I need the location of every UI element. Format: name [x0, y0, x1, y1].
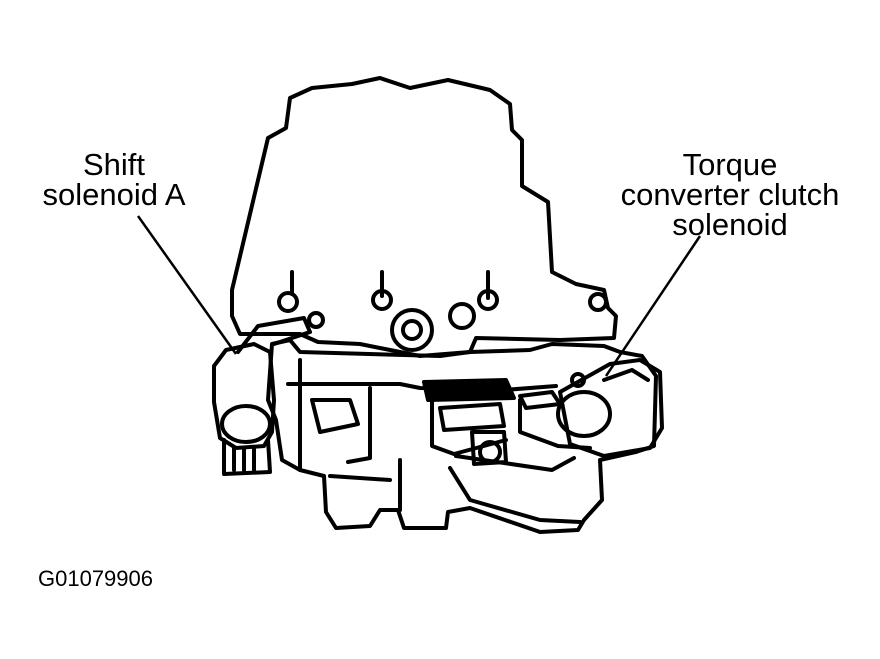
- tcc-solenoid-bracket: [518, 390, 562, 410]
- housing-outline: [230, 76, 618, 358]
- figure-id: G01079906: [38, 566, 153, 591]
- tcc-solenoid-collar: [602, 368, 650, 382]
- label-shift-solenoid-a: Shift solenoid A: [36, 147, 192, 212]
- valve-body-outline: [266, 338, 658, 534]
- shift-solenoid-a-end: [220, 404, 272, 444]
- recess-center: [438, 402, 506, 432]
- small-stud: [307, 311, 325, 329]
- recess-left: [310, 398, 360, 434]
- channel-8: [448, 466, 582, 524]
- boss-center: [470, 430, 508, 466]
- large-port-inner: [401, 319, 423, 341]
- tcc-solenoid-body: [558, 358, 664, 458]
- plate-bolt-3: [477, 289, 499, 311]
- label-tcc-solenoid: Torque converter clutch solenoid: [612, 147, 848, 242]
- connector-bar: [422, 378, 516, 402]
- plate-bolt-2: [371, 289, 393, 311]
- label-shift-solenoid-a-line-1: Shift: [82, 147, 146, 182]
- tcc-solenoid-end: [556, 390, 612, 438]
- connector-ribs: [232, 446, 256, 472]
- lower-bolt: [478, 440, 502, 464]
- leader-shift-solenoid-a: [136, 215, 238, 355]
- plate-bolt-4: [588, 292, 608, 312]
- channel-3: [346, 386, 372, 464]
- channel-1: [286, 382, 558, 392]
- leader-tcc-solenoid: [604, 235, 702, 377]
- label-tcc-solenoid-line-3: solenoid: [672, 207, 788, 242]
- shift-solenoid-a-bracket: [236, 316, 312, 354]
- tcc-solenoid-pin: [570, 372, 586, 388]
- label-shift-solenoid-a-line-2: solenoid A: [42, 177, 186, 212]
- large-port-outer: [390, 308, 434, 352]
- label-tcc-solenoid-line-2: converter clutch: [620, 177, 840, 212]
- channel-7: [328, 474, 392, 482]
- plate-bolt-5: [448, 302, 476, 330]
- shift-solenoid-a-connector: [222, 438, 272, 476]
- label-tcc-solenoid-line-1: Torque: [682, 147, 778, 182]
- plate-bolt-1: [277, 291, 299, 313]
